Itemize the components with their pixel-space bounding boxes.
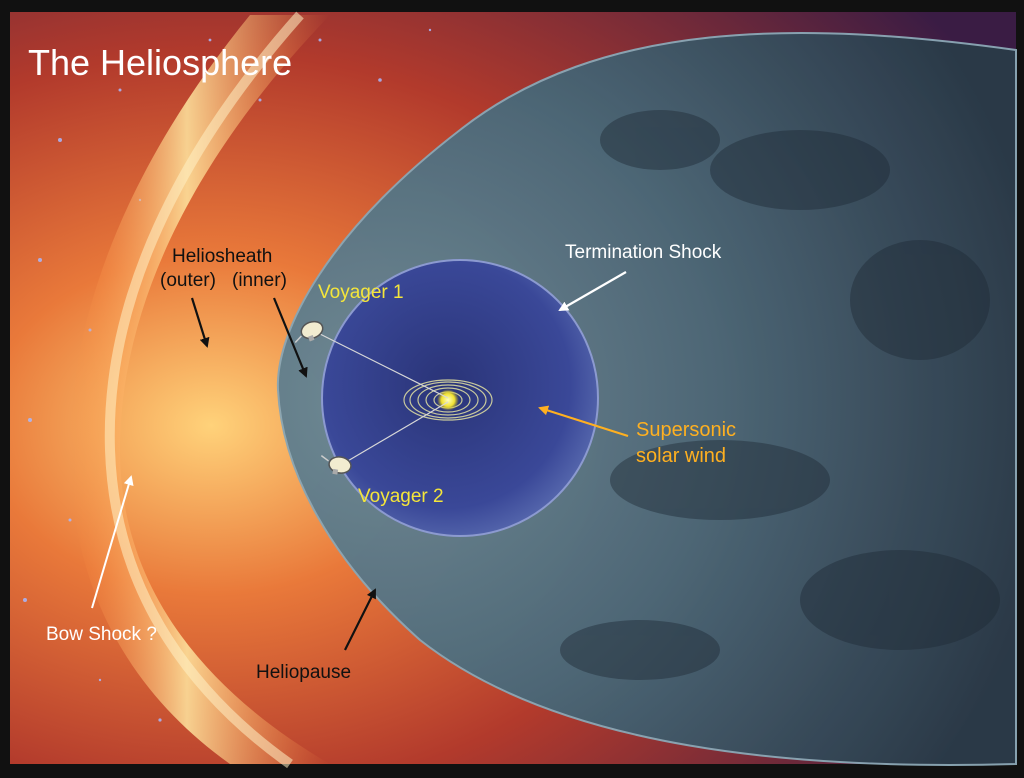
heliosphere-texture	[560, 110, 1000, 680]
slide-title: The Heliosphere	[28, 42, 293, 83]
bow-shock-label: Bow Shock ?	[46, 624, 157, 645]
voyager2-label: Voyager 2	[358, 486, 444, 507]
heliosheath-inner-arrow	[272, 297, 308, 378]
bow-shock-arrow	[91, 475, 134, 609]
heliopause-label: Heliopause	[256, 662, 352, 683]
supersonic-label-line1: Supersonic	[636, 419, 737, 441]
voyager1-spacecraft-icon	[294, 320, 324, 343]
voyager1-trajectory	[317, 332, 449, 399]
termination-shock-label: Termination Shock	[565, 242, 722, 263]
voyager2-trajectory	[345, 401, 449, 463]
voyager1-label: Voyager 1	[318, 282, 404, 303]
heliosheath-inner-label: (inner)	[232, 270, 287, 291]
heliopause-arrow	[344, 588, 376, 651]
sun-icon	[437, 389, 459, 411]
heliosheath-label: Heliosheath	[172, 246, 273, 267]
heliosphere-body	[276, 31, 1017, 766]
voyager2-spacecraft-icon	[320, 455, 352, 475]
heliosheath-outer-label: (outer)	[160, 270, 216, 291]
supersonic-arrow	[538, 405, 629, 438]
supersonic-label-line2: solar wind	[636, 445, 727, 467]
solar-system	[403, 379, 493, 421]
heliosheath-outer-arrow	[190, 297, 210, 348]
termination-shock-arrow	[558, 271, 627, 311]
termination-shock-sphere	[321, 259, 599, 537]
